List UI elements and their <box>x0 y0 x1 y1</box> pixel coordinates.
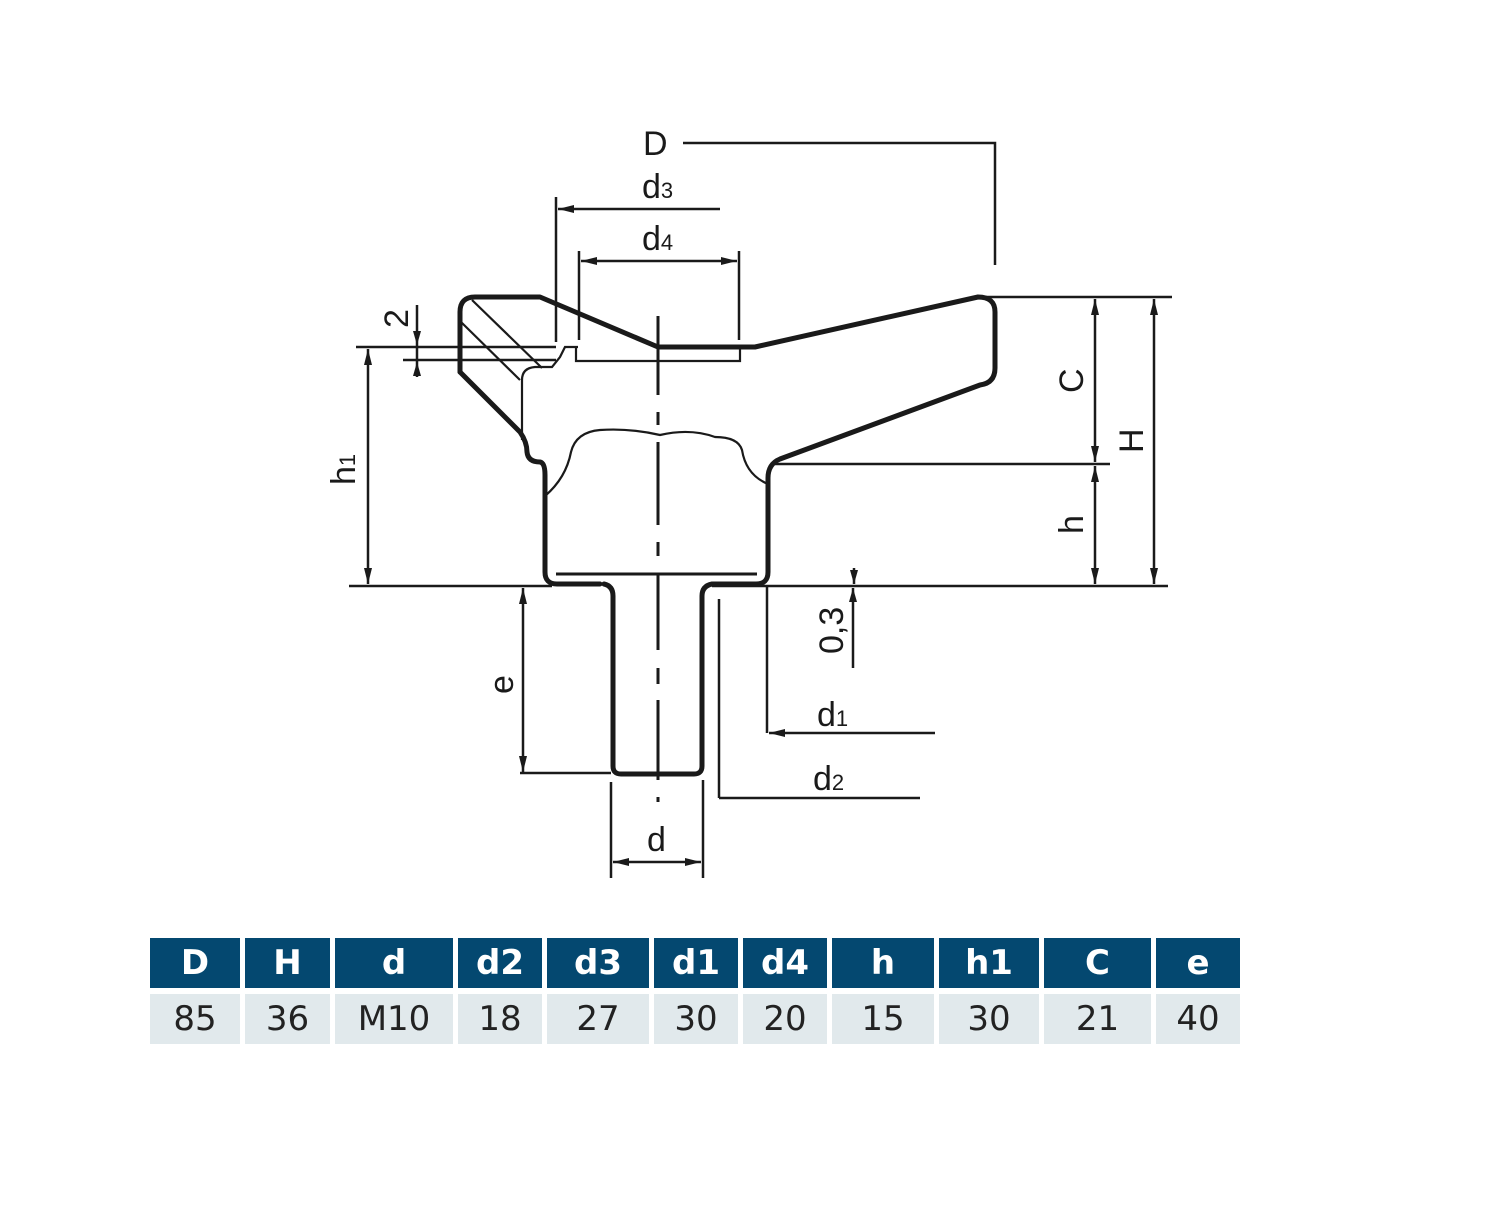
dimension-table: D H d d2 d3 d1 d4 h h1 C e 85 36 M10 18 … <box>150 938 1240 1044</box>
value-cell-d4: 20 <box>743 994 827 1044</box>
value-cell-H: 36 <box>245 994 330 1044</box>
header-cell-d1: d1 <box>654 938 738 988</box>
label-d1: d1 <box>817 696 848 734</box>
label-d: d <box>647 821 666 859</box>
label-D: D <box>643 125 668 163</box>
header-cell-e: e <box>1156 938 1240 988</box>
header-cell-d2: d2 <box>458 938 542 988</box>
label-e: e <box>483 675 521 694</box>
value-cell-d1: 30 <box>654 994 738 1044</box>
header-cell-C: C <box>1044 938 1151 988</box>
label-C: C <box>1053 368 1091 393</box>
label-h: h <box>1053 515 1091 534</box>
table-header-row: D H d d2 d3 d1 d4 h h1 C e <box>150 938 1240 988</box>
header-cell-d: d <box>335 938 453 988</box>
label-d3: d3 <box>642 168 673 206</box>
label-H: H <box>1113 428 1151 453</box>
value-cell-C: 21 <box>1044 994 1151 1044</box>
label-d2: d2 <box>813 760 844 798</box>
value-cell-d3: 27 <box>547 994 649 1044</box>
label-2: 2 <box>378 309 416 328</box>
technical-drawing: D d3 d4 2 h1 C H h e 0,3 d1 d2 d <box>325 125 1172 878</box>
header-cell-d4: d4 <box>743 938 827 988</box>
header-cell-d3: d3 <box>547 938 649 988</box>
value-cell-d2: 18 <box>458 994 542 1044</box>
label-h1: h1 <box>325 454 363 485</box>
value-cell-h1: 30 <box>939 994 1039 1044</box>
dimension-lines <box>349 141 1172 878</box>
header-cell-H: H <box>245 938 330 988</box>
value-cell-D: 85 <box>150 994 240 1044</box>
dimension-labels: D d3 d4 2 h1 C H h e 0,3 d1 d2 d <box>325 125 1151 859</box>
inner-details <box>460 299 769 576</box>
value-cell-e: 40 <box>1156 994 1240 1044</box>
table-row: 85 36 M10 18 27 30 20 15 30 21 40 <box>150 988 1240 1044</box>
header-cell-D: D <box>150 938 240 988</box>
label-d4: d4 <box>642 220 673 258</box>
value-cell-h: 15 <box>832 994 934 1044</box>
label-0-3: 0,3 <box>813 607 851 654</box>
header-cell-h1: h1 <box>939 938 1039 988</box>
knob-outline <box>457 294 998 777</box>
header-cell-h: h <box>832 938 934 988</box>
value-cell-d: M10 <box>335 994 453 1044</box>
